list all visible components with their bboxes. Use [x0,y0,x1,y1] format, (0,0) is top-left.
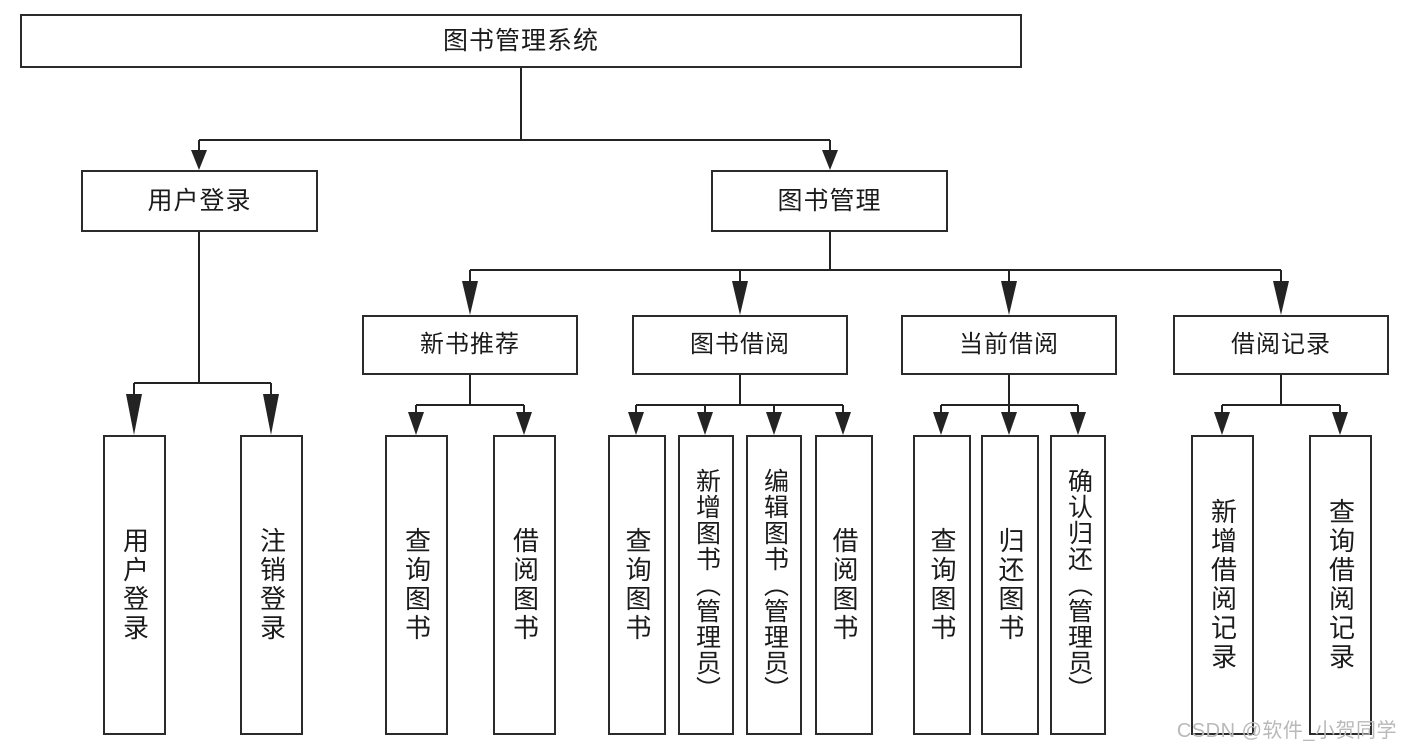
node-label: 注销登录 [256,527,287,643]
node-label: 新书推荐 [420,331,520,359]
arrow-leaf-r2 [1332,412,1348,435]
leaf-borrow-record-query-record[interactable]: 查询借阅记录 [1309,435,1372,735]
node-root-book-management-system[interactable]: 图书管理系统 [20,14,1022,68]
arrow-l3-new-book [462,281,478,315]
leaf-current-borrow-query-book[interactable]: 查询图书 [913,435,971,735]
node-label: 图书借阅 [690,331,790,359]
leaf-book-borrow-query-book[interactable]: 查询图书 [608,435,666,735]
arrow-book-mgmt [822,150,838,170]
arrow-leaf-u1 [126,394,142,435]
node-label: 查询图书 [401,527,432,643]
node-label: 用户登录 [119,527,150,643]
node-label: 编辑图书（管理员） [760,468,789,702]
leaf-user-login-logout[interactable]: 注销登录 [240,435,303,735]
arrow-leaf-b1 [628,412,644,435]
node-label: 查询借阅记录 [1325,498,1356,672]
arrow-leaf-c2 [1001,412,1017,435]
node-label: 确认归还（管理员） [1064,468,1093,702]
node-current-borrow[interactable]: 当前借阅 [901,315,1117,375]
leaf-current-borrow-confirm-return-admin[interactable]: 确认归还（管理员） [1050,435,1106,735]
node-label: 借阅记录 [1231,331,1331,359]
node-label: 新增图书（管理员） [692,468,721,702]
arrow-l3-borrow-record [1273,281,1289,315]
leaf-new-book-borrow-book[interactable]: 借阅图书 [493,435,556,735]
arrow-leaf-b2 [697,412,713,435]
leaf-book-borrow-add-book-admin[interactable]: 新增图书（管理员） [678,435,734,735]
arrow-leaf-c3 [1070,412,1086,435]
node-label: 图书管理系统 [442,26,599,55]
leaf-user-login-login[interactable]: 用户登录 [103,435,166,735]
arrow-l3-current-borrow [1001,281,1017,315]
arrow-leaf-c1 [933,412,949,435]
node-book-management[interactable]: 图书管理 [711,170,948,232]
arrow-l3-book-borrow [732,281,748,315]
arrow-leaf-n1 [408,412,424,435]
csdn-watermark: CSDN @软件_小贺同学 [1176,720,1397,742]
node-borrow-record[interactable]: 借阅记录 [1173,315,1389,375]
arrow-leaf-u2 [263,394,279,435]
node-label: 借阅图书 [509,527,540,643]
node-label: 图书管理 [777,186,882,215]
leaf-new-book-query-book[interactable]: 查询图书 [385,435,448,735]
arrow-leaf-b3 [766,412,782,435]
node-label: 借阅图书 [829,527,859,643]
node-label: 查询图书 [927,527,957,643]
arrow-leaf-n2 [516,412,532,435]
node-label: 用户登录 [147,186,252,215]
node-label: 当前借阅 [959,331,1059,359]
node-label: 查询图书 [622,527,652,643]
leaf-book-borrow-edit-book-admin[interactable]: 编辑图书（管理员） [746,435,802,735]
node-user-login[interactable]: 用户登录 [81,170,318,232]
node-label: 新增借阅记录 [1207,498,1238,672]
arrow-leaf-b4 [835,412,851,435]
leaf-current-borrow-return-book[interactable]: 归还图书 [981,435,1039,735]
node-label: 归还图书 [995,527,1025,643]
node-book-borrow[interactable]: 图书借阅 [632,315,848,375]
leaf-borrow-record-add-record[interactable]: 新增借阅记录 [1191,435,1254,735]
node-new-book-recommendation[interactable]: 新书推荐 [362,315,578,375]
arrow-user-login [191,150,207,170]
leaf-book-borrow-borrow-book[interactable]: 借阅图书 [815,435,873,735]
arrow-leaf-r1 [1214,412,1230,435]
